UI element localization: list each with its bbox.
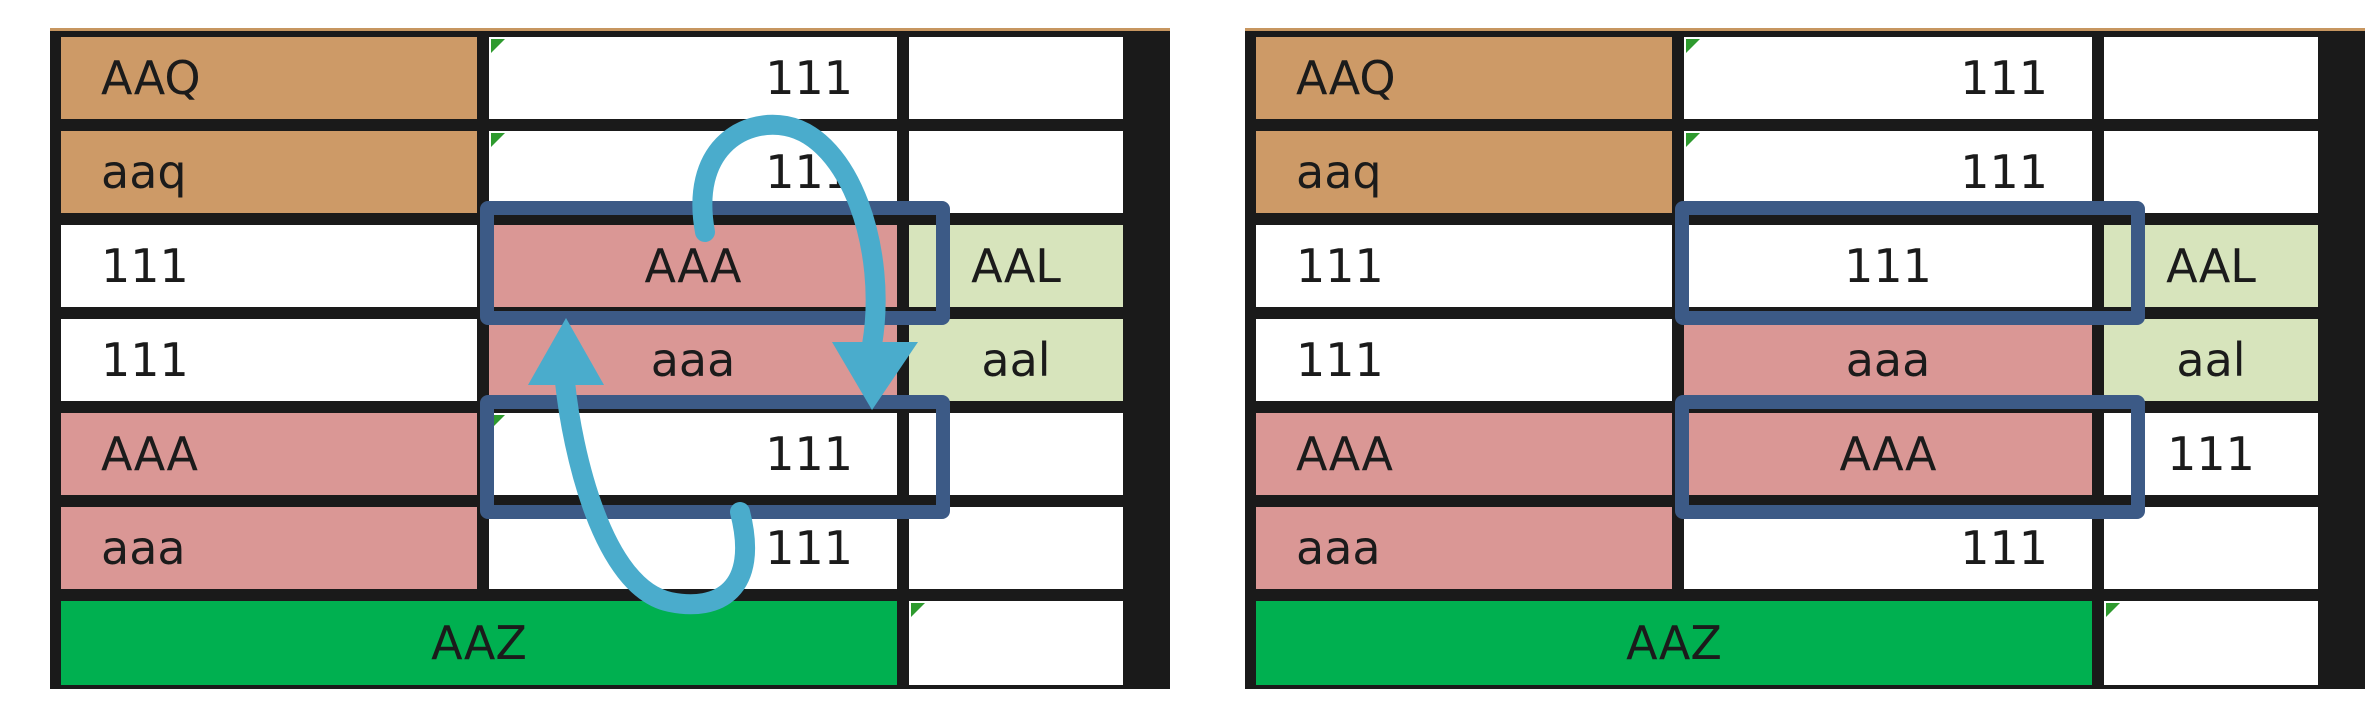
left-cell-r1-b[interactable]: 111	[489, 37, 897, 119]
right-cell-r2-c[interactable]	[2104, 131, 2318, 213]
left-cell-r3-c[interactable]: AAL	[909, 225, 1123, 307]
right-cell-r4-b[interactable]: aaa	[1684, 319, 2092, 401]
left-cell-r6-c[interactable]	[909, 507, 1123, 589]
right-table: AAQ 111 aaq 111 111 111 AAL 111 aaa aal …	[1245, 28, 2365, 689]
right-footer-merged-cell[interactable]: AAZ	[1256, 601, 2092, 685]
right-cell-r4-a[interactable]: 111	[1256, 319, 1672, 401]
right-footer-cell-c[interactable]	[2104, 601, 2318, 685]
right-cell-r3-c[interactable]: AAL	[2104, 225, 2318, 307]
right-cell-r5-c[interactable]: 111	[2104, 413, 2318, 495]
left-cell-r3-b[interactable]: AAA	[489, 225, 897, 307]
right-cell-r6-c[interactable]	[2104, 507, 2318, 589]
left-cell-r6-a[interactable]: aaa	[61, 507, 477, 589]
left-cell-r2-a[interactable]: aaq	[61, 131, 477, 213]
right-cell-r1-a[interactable]: AAQ	[1256, 37, 1672, 119]
left-table-grid: AAQ 111 aaq 111 111 AAA AAL 111 aaa aal …	[61, 37, 1123, 685]
left-table: AAQ 111 aaq 111 111 AAA AAL 111 aaa aal …	[50, 28, 1170, 689]
left-cell-r4-b[interactable]: aaa	[489, 319, 897, 401]
right-cell-r5-a[interactable]: AAA	[1256, 413, 1672, 495]
left-cell-r4-c[interactable]: aal	[909, 319, 1123, 401]
right-table-grid: AAQ 111 aaq 111 111 111 AAL 111 aaa aal …	[1256, 37, 2318, 685]
right-cell-r1-b[interactable]: 111	[1684, 37, 2092, 119]
left-cell-r5-c[interactable]	[909, 413, 1123, 495]
left-cell-r1-a[interactable]: AAQ	[61, 37, 477, 119]
left-cell-r2-b[interactable]: 111	[489, 131, 897, 213]
left-cell-r4-a[interactable]: 111	[61, 319, 477, 401]
right-cell-r6-b[interactable]: 111	[1684, 507, 2092, 589]
left-cell-r2-c[interactable]	[909, 131, 1123, 213]
right-cell-r1-c[interactable]	[2104, 37, 2318, 119]
left-cell-r6-b[interactable]: 111	[489, 507, 897, 589]
right-cell-r4-c[interactable]: aal	[2104, 319, 2318, 401]
right-cell-r6-a[interactable]: aaa	[1256, 507, 1672, 589]
left-cell-r1-c[interactable]	[909, 37, 1123, 119]
left-cell-r5-a[interactable]: AAA	[61, 413, 477, 495]
left-cell-r5-b[interactable]: 111	[489, 413, 897, 495]
right-cell-r3-a[interactable]: 111	[1256, 225, 1672, 307]
left-footer-merged-cell[interactable]: AAZ	[61, 601, 897, 685]
right-cell-r5-b[interactable]: AAA	[1684, 413, 2092, 495]
right-cell-r2-a[interactable]: aaq	[1256, 131, 1672, 213]
right-cell-r2-b[interactable]: 111	[1684, 131, 2092, 213]
right-cell-r3-b[interactable]: 111	[1684, 225, 2092, 307]
left-cell-r3-a[interactable]: 111	[61, 225, 477, 307]
left-footer-cell-c[interactable]	[909, 601, 1123, 685]
